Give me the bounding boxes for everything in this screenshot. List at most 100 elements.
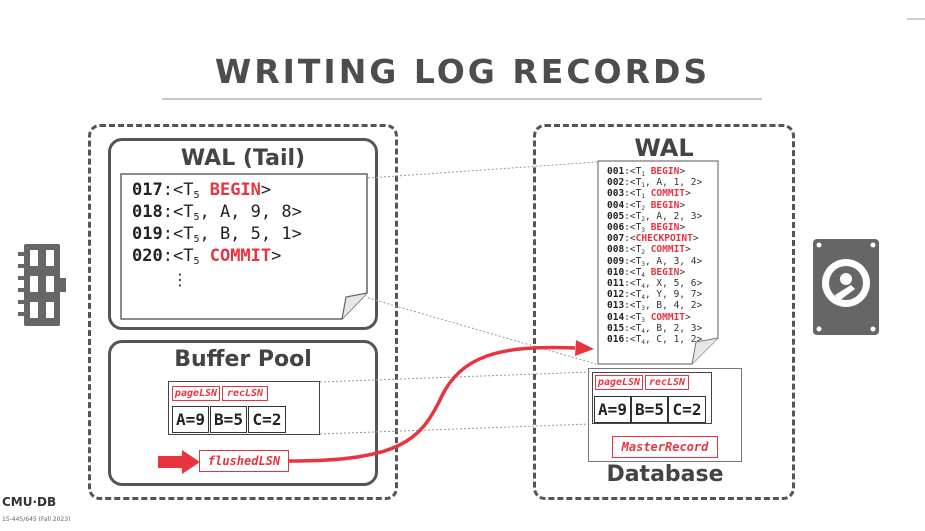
disk-wal-txn-id: 1 bbox=[641, 171, 645, 178]
disk-wal-lsn: 011 bbox=[607, 278, 625, 289]
disk-wal-close: > bbox=[692, 233, 699, 245]
disk-wal-lsn: 006 bbox=[607, 222, 625, 233]
wal-tail-line: 020:<T5 COMMIT> bbox=[132, 246, 281, 267]
disk-region bbox=[533, 124, 795, 500]
disk-wal-line: 008:<T2 COMMIT> bbox=[607, 244, 691, 258]
disk-wal-prefix: :<T bbox=[624, 166, 642, 177]
disk-wal-prefix: :<T bbox=[624, 188, 642, 200]
wal-tail-close: > bbox=[271, 246, 282, 266]
database-heading: Database bbox=[606, 462, 724, 487]
disk-wal-lsn: 008 bbox=[607, 244, 625, 256]
disk-wal-prefix: :<T bbox=[624, 289, 642, 301]
disk-wal-lsn: 003 bbox=[607, 188, 625, 200]
disk-wal-prefix: :<T bbox=[624, 177, 642, 189]
disk-wal-line: 001:<T1 BEGIN> bbox=[607, 166, 685, 180]
disk-cell-a: A=9 bbox=[594, 396, 631, 423]
disk-wal-txn-id: 3 bbox=[641, 227, 645, 234]
disk-wal-prefix: :<T bbox=[624, 334, 642, 345]
wal-tail-lsn: 017 bbox=[132, 180, 163, 200]
disk-wal-heading: WAL bbox=[634, 134, 694, 162]
buffer-pool-box bbox=[108, 340, 378, 486]
wal-tail-prefix: :<T bbox=[162, 202, 194, 222]
disk-wal-close: > bbox=[679, 199, 686, 211]
disk-wal-keyword: CHECKPOINT bbox=[635, 233, 693, 245]
disk-wal-lsn: 001 bbox=[607, 166, 625, 177]
wal-tail-txn-id: 5 bbox=[193, 234, 200, 245]
disk-wal-values: , A, 2, 3> bbox=[644, 210, 703, 222]
wal-tail-txn-id: 5 bbox=[193, 256, 200, 267]
ram-chip-icon bbox=[18, 244, 66, 326]
disk-wal-line: 005:<T2, A, 2, 3> bbox=[607, 211, 702, 225]
disk-wal-line: 002:<T1, A, 1, 2> bbox=[607, 177, 702, 191]
disk-wal-txn-id: 3 bbox=[641, 305, 645, 313]
disk-wal-lsn: 002 bbox=[607, 177, 625, 189]
wal-tail-keyword: COMMIT bbox=[209, 246, 272, 266]
wal-tail-box bbox=[108, 138, 378, 330]
disk-wal-txn-id: 2 bbox=[641, 215, 645, 223]
disk-wal-txn-id: 4 bbox=[641, 339, 645, 346]
disk-wal-prefix: :<T bbox=[624, 278, 642, 289]
disk-wal-txn-id: 1 bbox=[641, 193, 645, 201]
disk-wal-prefix: :<T bbox=[624, 322, 642, 334]
disk-wal-line: 010:<T4 BEGIN> bbox=[607, 267, 685, 281]
disk-wal-values: , B, 4, 2> bbox=[644, 300, 703, 312]
course-label: 15-445/645 (Fall 2023) bbox=[2, 516, 71, 523]
disk-wal-prefix: :<T bbox=[624, 311, 642, 323]
disk-wal-close: > bbox=[685, 311, 691, 323]
disk-wal-line: 016:<T4, C, 1, 2> bbox=[607, 334, 702, 348]
hard-disk-icon bbox=[813, 239, 879, 335]
disk-wal-txn-id: 2 bbox=[641, 249, 645, 257]
disk-wal-keyword: BEGIN bbox=[650, 222, 680, 233]
disk-wal-txn-id: 2 bbox=[641, 204, 645, 212]
disk-wal-txn-id: 4 bbox=[641, 271, 645, 279]
buffer-cell-a: A=9 bbox=[172, 406, 209, 433]
disk-wal-prefix: :< bbox=[624, 233, 636, 245]
disk-wal-line: 011:<T4, X, 5, 6> bbox=[607, 278, 702, 292]
buffer-page-lsn-tag: pageLSN bbox=[172, 386, 220, 401]
disk-wal-txn-id: 4 bbox=[641, 294, 645, 302]
wal-tail-txn-id: 5 bbox=[193, 212, 200, 223]
disk-wal-txn-id: 3 bbox=[641, 316, 645, 324]
wal-tail-lsn: 019 bbox=[132, 224, 163, 244]
title-underline bbox=[162, 98, 762, 100]
wal-tail-page bbox=[120, 173, 368, 320]
disk-wal-keyword: COMMIT bbox=[650, 188, 686, 200]
disk-wal-prefix: :<T bbox=[624, 266, 642, 278]
disk-wal-close: > bbox=[685, 188, 691, 200]
disk-wal-prefix: :<T bbox=[624, 255, 642, 267]
disk-page-lsn-tag: pageLSN bbox=[595, 375, 643, 390]
wal-tail-lsn: 020 bbox=[132, 246, 163, 266]
master-record-tag: MasterRecord bbox=[612, 436, 718, 458]
wal-tail-values bbox=[199, 246, 209, 266]
buffer-cell-b: B=5 bbox=[210, 406, 247, 433]
wal-tail-heading: WAL (Tail) bbox=[180, 146, 306, 171]
disk-wal-close: > bbox=[679, 266, 686, 278]
disk-wal-line: 013:<T3, B, 4, 2> bbox=[607, 300, 702, 314]
disk-wal-lsn: 004 bbox=[607, 199, 625, 211]
disk-rec-lsn-tag: recLSN bbox=[645, 375, 689, 390]
disk-wal-lsn: 013 bbox=[607, 300, 625, 312]
disk-wal-line: 006:<T3 BEGIN> bbox=[607, 222, 685, 236]
disk-wal-close: > bbox=[679, 222, 686, 233]
wal-tail-close: > bbox=[260, 180, 272, 200]
disk-wal-prefix: :<T bbox=[624, 222, 642, 233]
disk-wal-keyword: BEGIN bbox=[650, 199, 680, 211]
disk-wal-prefix: :<T bbox=[624, 210, 642, 222]
disk-wal-txn-id: 4 bbox=[641, 283, 645, 290]
disk-wal-keyword: COMMIT bbox=[650, 311, 686, 323]
pointer-arrow-icon bbox=[158, 450, 200, 474]
wal-tail-ellipsis: ⋮ bbox=[172, 270, 188, 289]
disk-wal-close: > bbox=[685, 244, 691, 256]
disk-wal-line: 009:<T3, A, 3, 4> bbox=[607, 256, 702, 270]
buffer-cell-c: C=2 bbox=[248, 406, 286, 433]
disk-wal-lsn: 007 bbox=[607, 233, 625, 245]
disk-wal-line: 007:<CHECKPOINT> bbox=[607, 233, 699, 244]
disk-wal-keyword: BEGIN bbox=[650, 166, 680, 177]
buffer-rec-lsn-tag: recLSN bbox=[222, 386, 268, 401]
disk-wal-prefix: :<T bbox=[624, 300, 642, 312]
memory-region bbox=[88, 124, 398, 500]
wal-tail-line: 019:<T5, B, 5, 1> bbox=[132, 224, 302, 245]
disk-wal-values: , X, 5, 6> bbox=[644, 278, 703, 289]
disk-wal-values: , A, 3, 4> bbox=[644, 255, 703, 267]
